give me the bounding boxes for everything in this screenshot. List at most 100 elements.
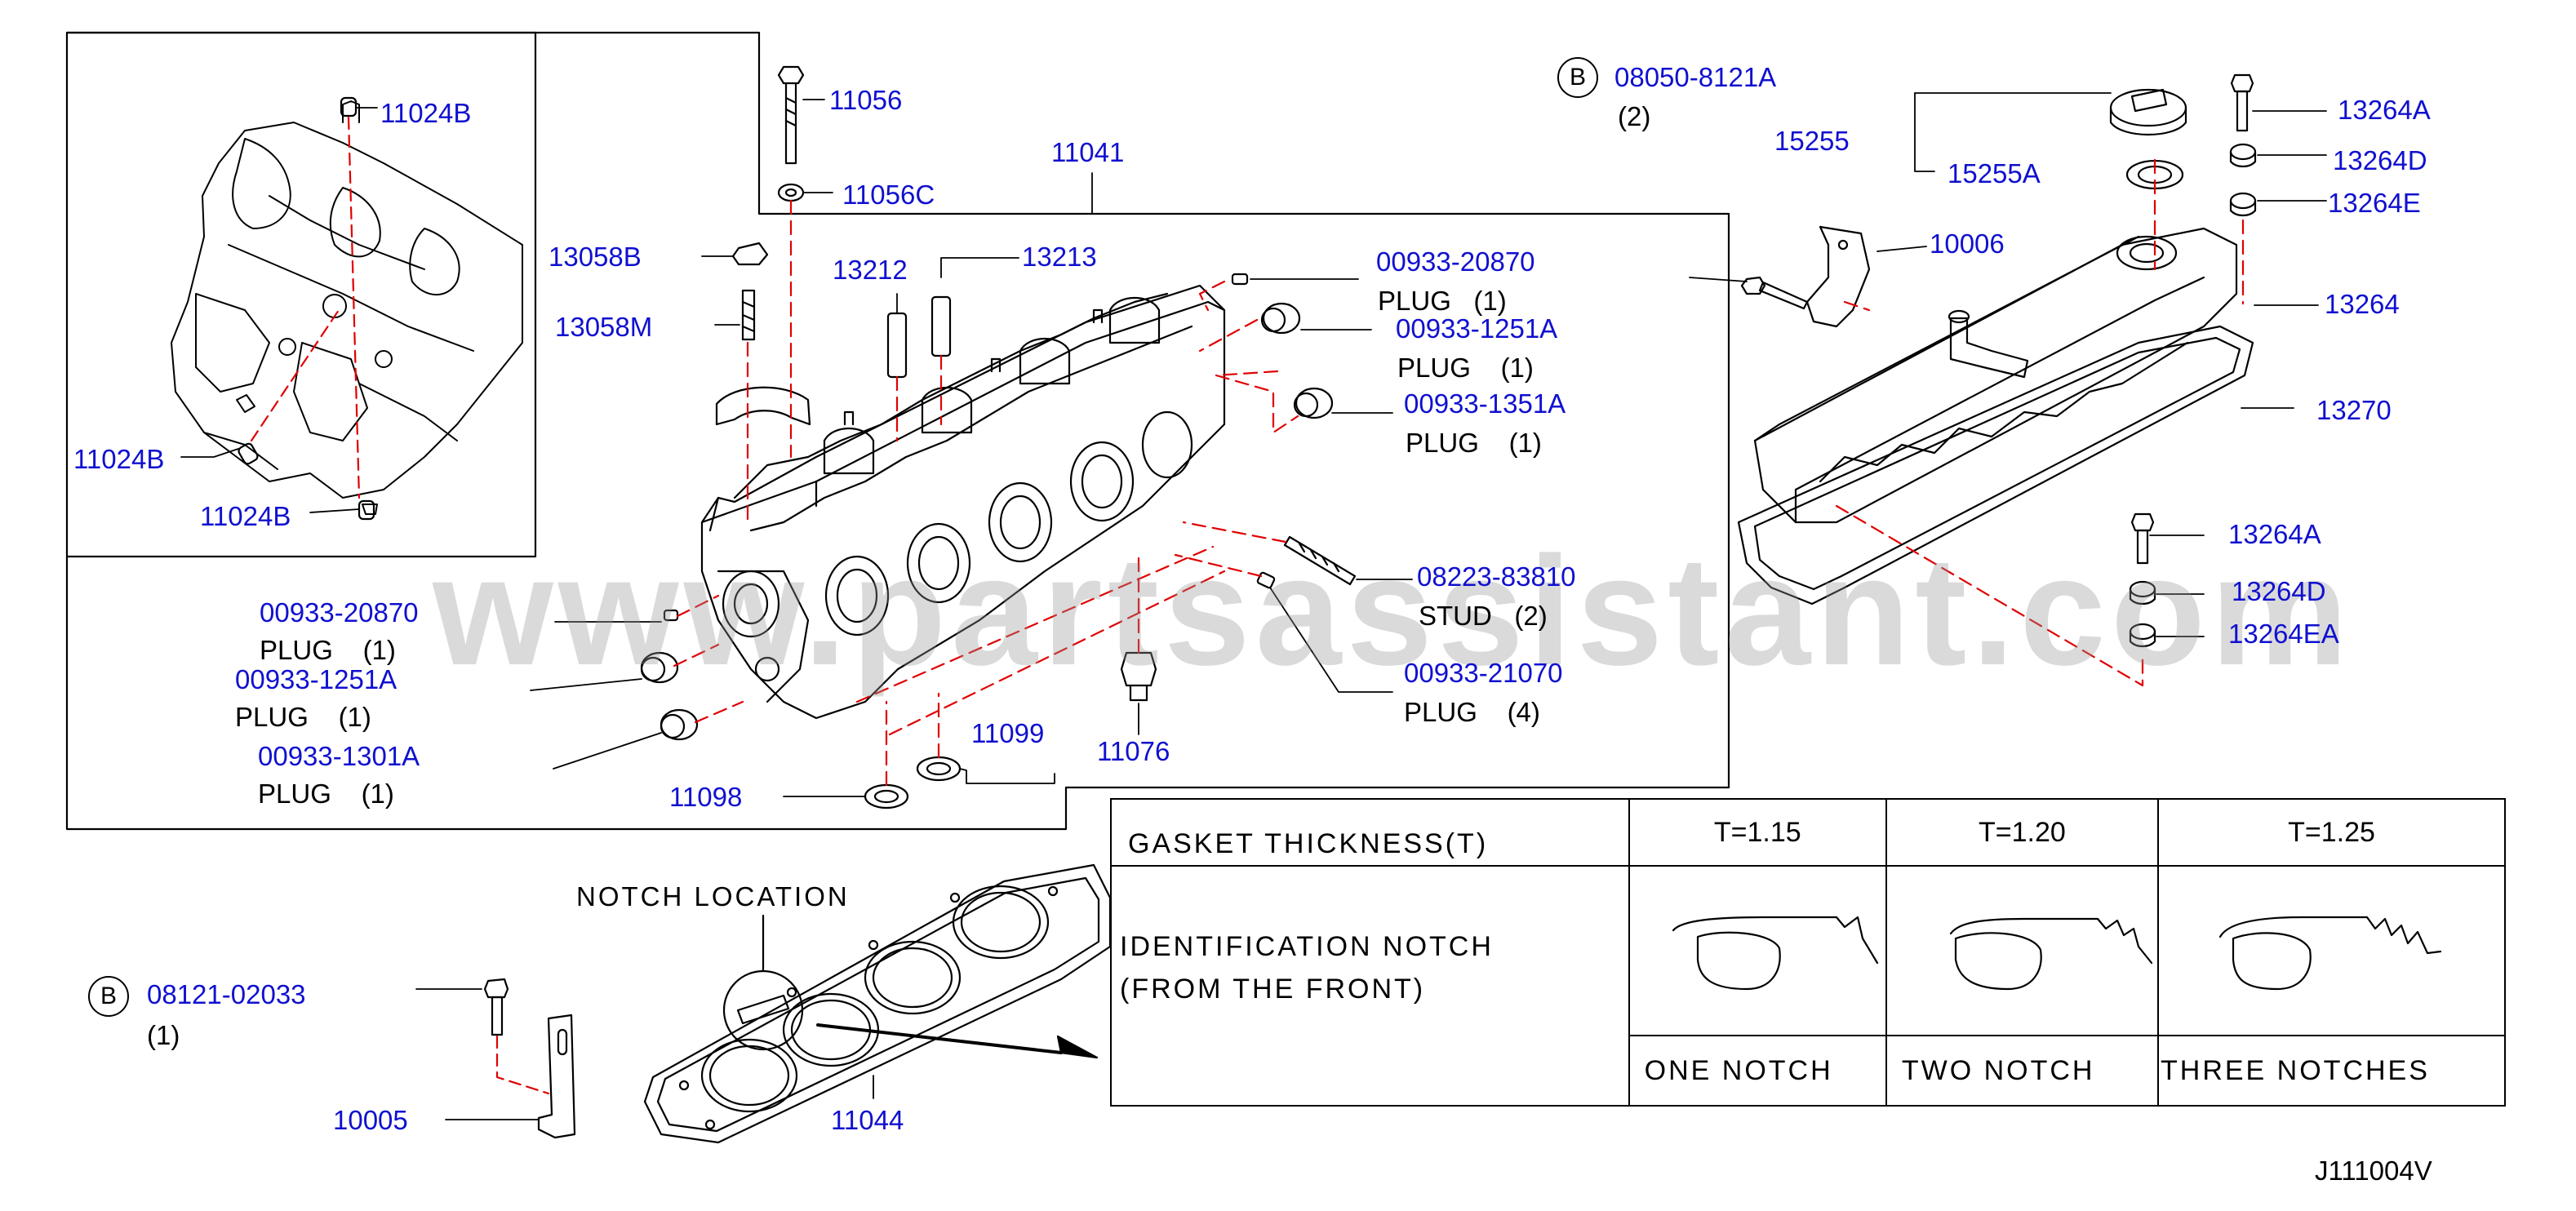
seal-11099	[916, 756, 962, 782]
part-label-13264[interactable]: 13264	[2325, 289, 2400, 319]
part-qty-08050-8121a: (2)	[1618, 101, 1651, 131]
one-notch-label: ONE NOTCH	[1644, 1054, 1833, 1086]
plug-00933-1251a-a	[1260, 302, 1301, 335]
notch-location-label: NOTCH LOCATION	[576, 881, 850, 912]
part-label-13264a-bottom[interactable]: 13264A	[2228, 519, 2321, 549]
from-the-front-label: (FROM THE FRONT)	[1120, 974, 1426, 1005]
part-label-00933-21070[interactable]: 00933-21070	[1404, 658, 1563, 688]
part-label-13264a-top[interactable]: 13264A	[2338, 95, 2431, 125]
part-label-00933-1251a-b[interactable]: 00933-1251A	[235, 664, 398, 694]
part-label-13264d-bottom[interactable]: 13264D	[2232, 576, 2326, 606]
plug-00933-20870-a	[1231, 273, 1249, 286]
part-label-11056c[interactable]: 11056C	[842, 180, 935, 210]
bolt-08121-02033	[483, 978, 509, 1036]
part-label-11024b-bottom[interactable]: 11024B	[200, 501, 291, 531]
inset-block-illustration	[171, 100, 523, 515]
three-notches-label: THREE NOTCHES	[2161, 1054, 2430, 1086]
part-label-08121-02033[interactable]: 08121-02033	[147, 979, 306, 1009]
part-label-08050-8121a[interactable]: 08050-8121A	[1614, 62, 1777, 92]
part-label-13264e[interactable]: 13264E	[2328, 188, 2421, 218]
plug-00933-1251a-b	[640, 651, 679, 684]
plug-00933-1301a	[660, 708, 699, 741]
part-label-13270[interactable]: 13270	[2316, 395, 2392, 425]
part-label-11098[interactable]: 11098	[669, 782, 743, 812]
stud-08223-83810	[1283, 535, 1357, 586]
thickness-1-25: T=1.25	[2157, 798, 2506, 867]
assembly-frame	[65, 31, 1730, 831]
identification-notch-label: IDENTIFICATION NOTCH	[1120, 931, 1494, 962]
part-label-15255[interactable]: 15255	[1774, 126, 1850, 156]
part-label-00933-1251a-a[interactable]: 00933-1251A	[1396, 313, 1558, 344]
washer-11056c	[777, 183, 805, 202]
head-bolt-11056	[777, 65, 805, 165]
part-label-00933-1351a[interactable]: 00933-1351A	[1404, 388, 1566, 419]
guide-13212	[886, 312, 908, 379]
part-label-00933-1301a[interactable]: 00933-1301A	[258, 741, 420, 771]
rocker-cover-illustration	[1753, 227, 2238, 524]
part-label-11056[interactable]: 11056	[829, 85, 903, 115]
grommet-13264e	[2229, 192, 2257, 217]
bracket-13058-cap	[715, 386, 811, 426]
b-circle-marker-top: B	[1557, 57, 1598, 98]
cylinder-head-illustration	[700, 284, 1226, 720]
part-label-11024b-top[interactable]: 11024B	[380, 98, 472, 128]
part-label-13264d-top[interactable]: 13264D	[2333, 145, 2427, 175]
part-desc-00933-1301a: PLUG (1)	[258, 778, 394, 809]
two-notch-label: TWO NOTCH	[1901, 1054, 2095, 1086]
dowel-pin-left	[238, 442, 259, 465]
bolt-08050-8121a	[1740, 276, 1809, 310]
part-desc-00933-21070: PLUG (4)	[1404, 697, 1540, 727]
part-label-11099[interactable]: 11099	[971, 718, 1045, 748]
gasket-thickness-header: GASKET THICKNESS(T)	[1128, 828, 1489, 859]
part-label-13212[interactable]: 13212	[833, 255, 908, 285]
part-label-13213[interactable]: 13213	[1022, 242, 1097, 272]
part-desc-00933-1351a: PLUG (1)	[1406, 428, 1542, 458]
part-label-15255a[interactable]: 15255A	[1948, 158, 2041, 189]
thickness-1-20: T=1.20	[1885, 798, 2160, 867]
notch-sketch-cell-2	[1885, 865, 2160, 1036]
part-desc-08223-83810: STUD (2)	[1419, 601, 1548, 631]
part-label-00933-20870-b[interactable]: 00933-20870	[260, 597, 419, 628]
part-label-11024b-left[interactable]: 11024B	[73, 444, 165, 474]
notch-count-cell-2: TWO NOTCH	[1885, 1035, 2160, 1107]
diagram-code: J111004V	[2315, 1156, 2432, 1186]
part-qty-08121-02033: (1)	[147, 1020, 180, 1050]
seal-11098	[864, 783, 909, 810]
washer-13264d-bottom	[2129, 580, 2156, 606]
part-label-10006[interactable]: 10006	[1930, 228, 2005, 259]
part-label-11076[interactable]: 11076	[1097, 736, 1170, 766]
notch-count-cell-1: ONE NOTCH	[1628, 1035, 1887, 1107]
part-label-10005[interactable]: 10005	[333, 1105, 408, 1135]
part-label-11041[interactable]: 11041	[1051, 137, 1125, 167]
identification-notch-cell: IDENTIFICATION NOTCH (FROM THE FRONT)	[1110, 865, 1630, 1107]
rocker-cover-gasket-13270	[1737, 325, 2254, 606]
plug-00933-21070	[1256, 571, 1276, 589]
table-header-cell: GASKET THICKNESS(T)	[1110, 798, 1630, 867]
notch-arrowhead	[1056, 1035, 1099, 1059]
thickness-1-15: T=1.15	[1628, 798, 1887, 867]
oil-filler-cap-15255	[2109, 88, 2187, 135]
part-label-08223-83810[interactable]: 08223-83810	[1417, 561, 1576, 592]
notch-arrow	[816, 1023, 1063, 1054]
part-label-13058m[interactable]: 13058M	[555, 312, 653, 342]
part-desc-00933-20870-a: PLUG (1)	[1378, 286, 1507, 316]
guide-13213	[930, 295, 952, 357]
part-label-13264ea[interactable]: 13264EA	[2228, 619, 2339, 649]
part-label-13058b[interactable]: 13058B	[549, 242, 642, 272]
bolt-13264a-bottom	[2130, 512, 2155, 565]
part-label-11044[interactable]: 11044	[831, 1105, 904, 1135]
fitting-11076	[1120, 651, 1157, 702]
part-desc-00933-20870-b: PLUG (1)	[260, 635, 396, 665]
dowel-pin-bottom	[358, 499, 375, 521]
dowel-pin-top	[340, 96, 358, 118]
notch-sketch-cell-3	[2157, 865, 2506, 1036]
bolt-13264a-top	[2230, 73, 2254, 132]
bracket-10005	[537, 1014, 576, 1139]
notch-sketch-cell-1	[1628, 865, 1887, 1036]
bracket-10006	[1805, 225, 1871, 328]
washer-13264d-top	[2229, 143, 2257, 168]
nut-13058b	[731, 242, 769, 266]
part-label-00933-20870-a[interactable]: 00933-20870	[1376, 246, 1535, 277]
notch-count-cell-3: THREE NOTCHES	[2157, 1035, 2506, 1107]
